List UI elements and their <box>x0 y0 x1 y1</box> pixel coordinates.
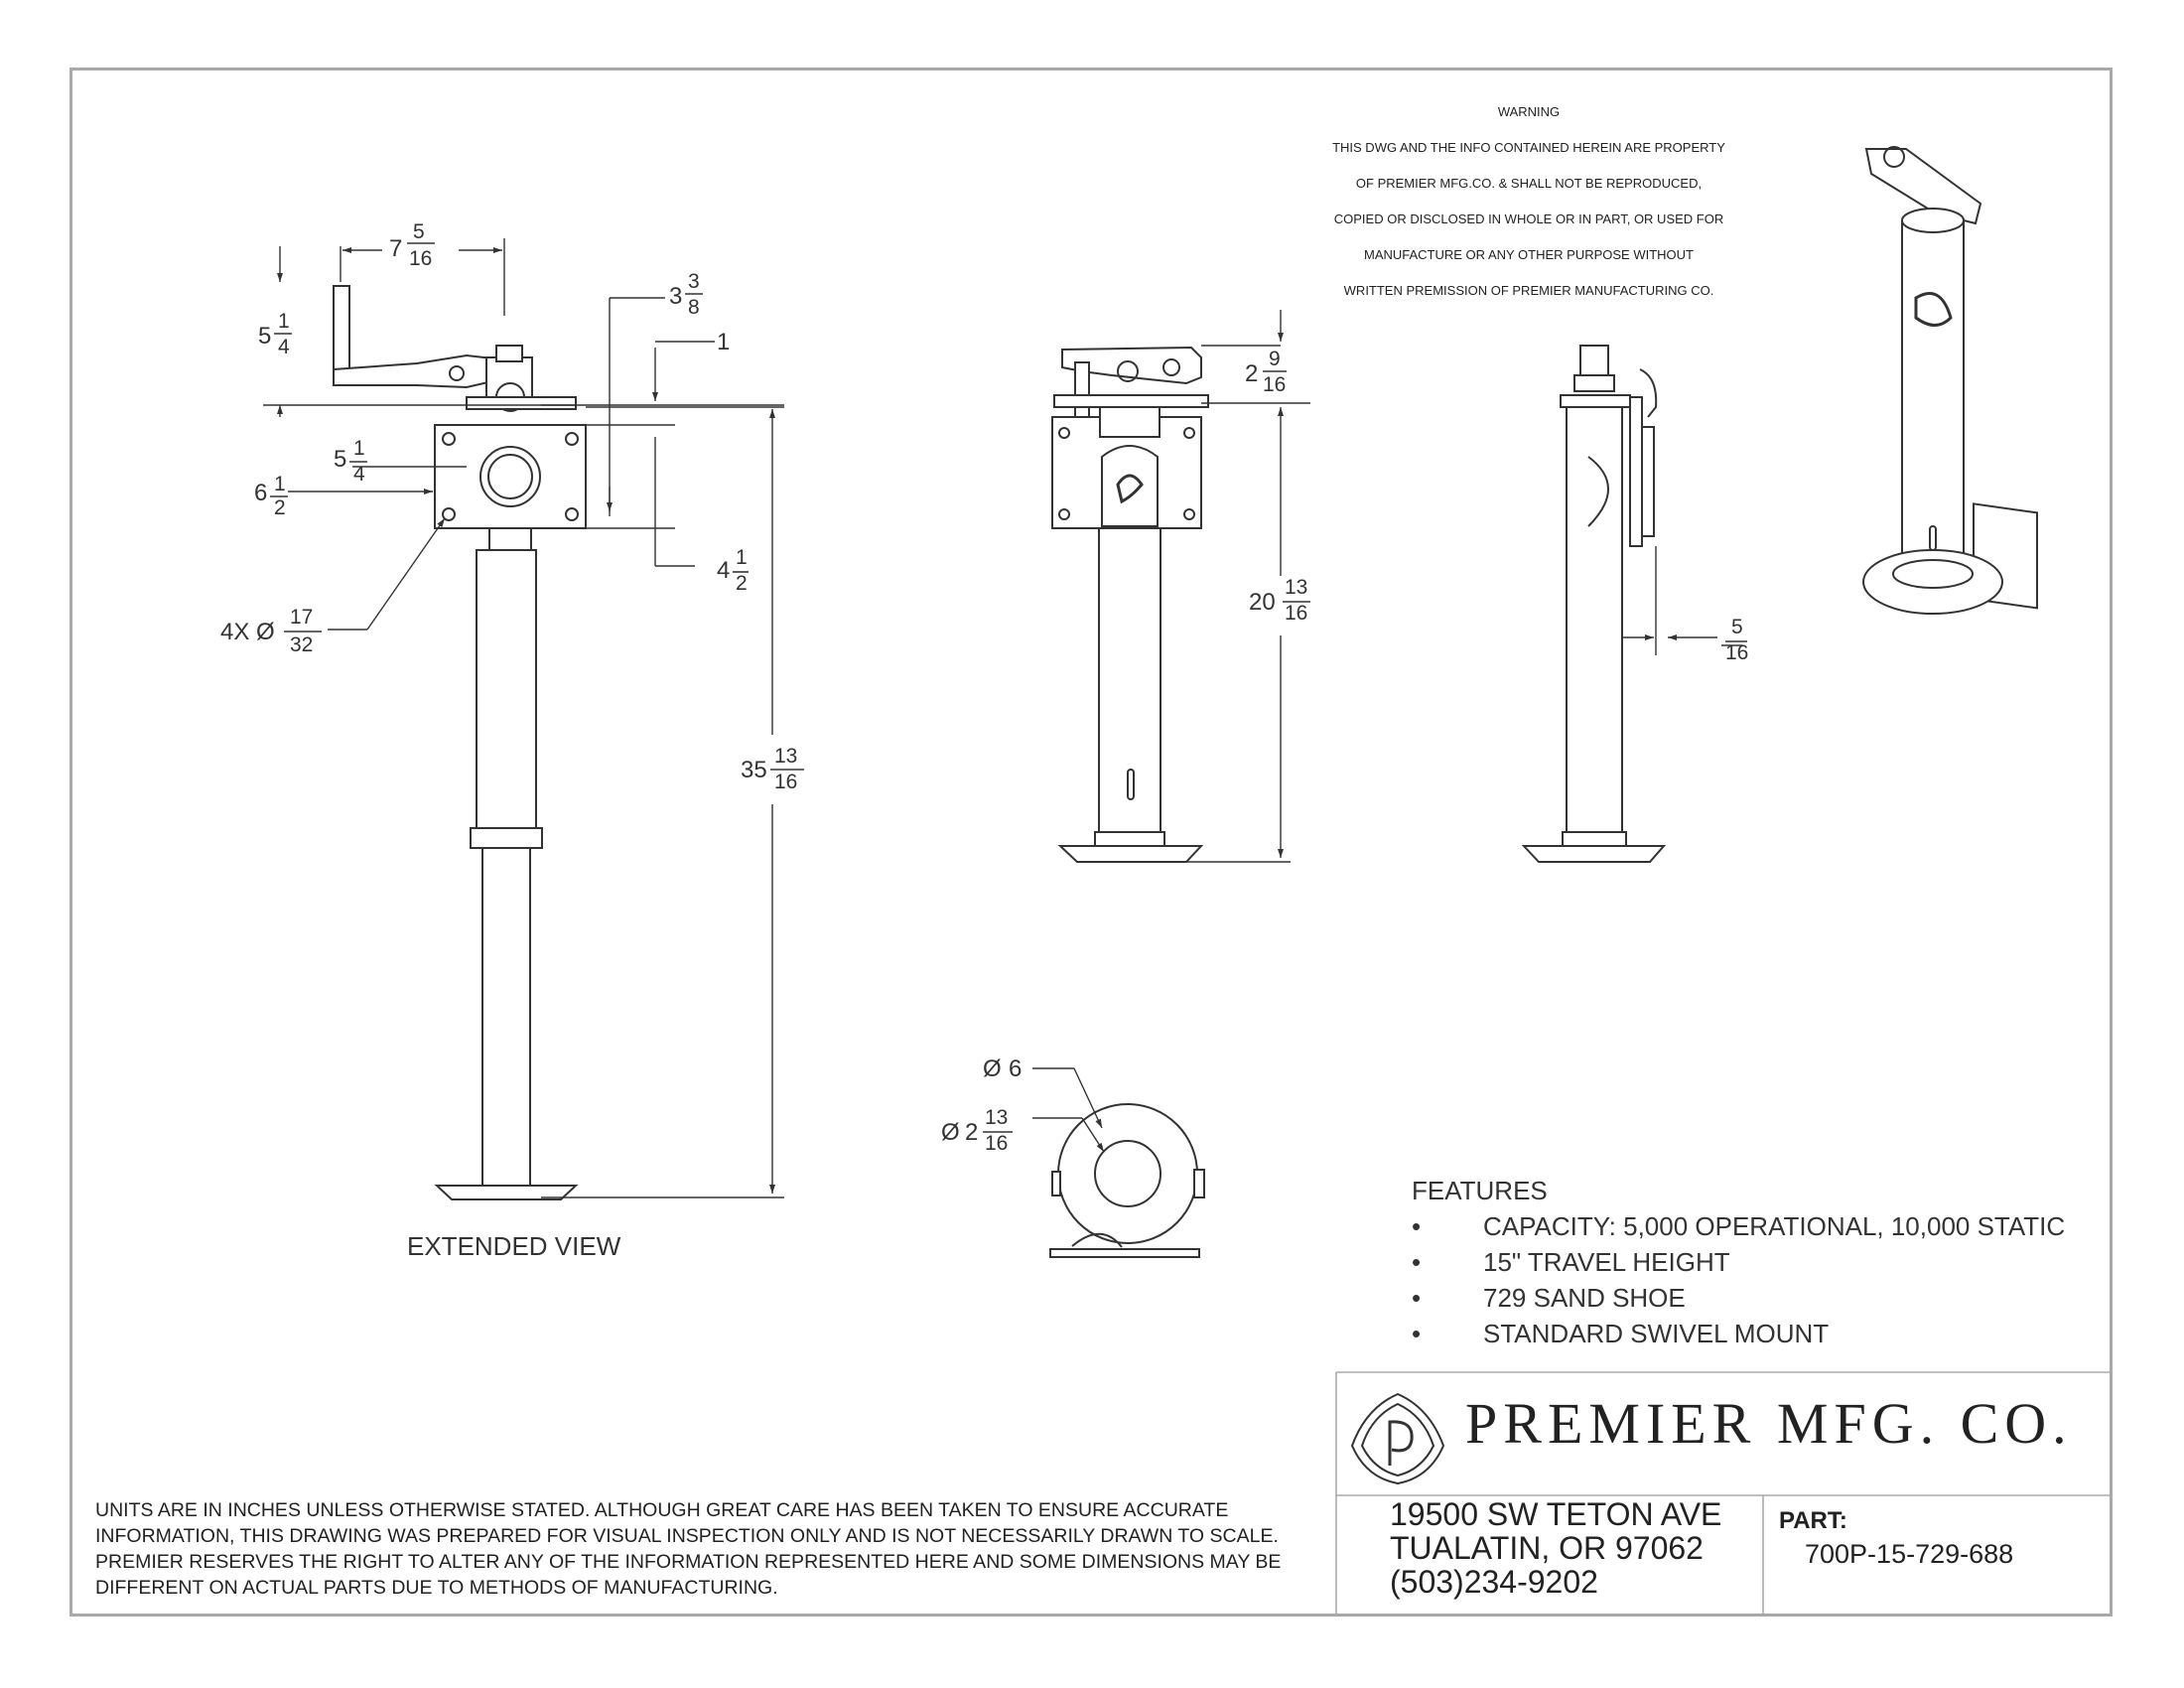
bullet-icon: • <box>1412 1283 1422 1313</box>
dim-4-1-2-whole: 4 <box>717 557 730 584</box>
feature-text: STANDARD SWIVEL MOUNT <box>1483 1319 1830 1348</box>
dim-holes-prefix: 4X Ø <box>220 619 275 645</box>
warning-line: WARNING <box>1497 104 1561 119</box>
dim-3-3-8-whole: 3 <box>669 283 682 310</box>
dim-dia2-whole: 2 <box>965 1119 978 1146</box>
dim-5-16-num: 5 <box>1731 616 1743 638</box>
dim-3-3-8-den: 8 <box>688 296 700 319</box>
dim-4-1-2-num: 1 <box>736 546 748 569</box>
side-view-jack <box>1521 345 1667 863</box>
address-line: 19500 SW TETON AVE <box>1390 1496 1722 1532</box>
company-address: 19500 SW TETON AVE TUALATIN, OR 97062 (5… <box>1390 1497 1721 1599</box>
features-title: FEATURES <box>1412 1176 1548 1205</box>
dim-35-13-16-den: 16 <box>774 771 797 793</box>
dim-5-1-4-plate-den: 4 <box>353 463 365 486</box>
feature-item: • CAPACITY: 5,000 OPERATIONAL, 10,000 STA… <box>1412 1211 2065 1242</box>
company-name: PREMIER MFG. CO. <box>1465 1391 2073 1456</box>
dim-20-13-16-whole: 20 <box>1249 589 1276 616</box>
dim-dia2-prefix: Ø <box>941 1119 960 1146</box>
fraction-bars <box>270 242 1747 1133</box>
dim-3-3-8-num: 3 <box>688 270 700 293</box>
isometric-view-jack <box>1862 146 2038 615</box>
warning-line: THIS DWG AND THE INFO CONTAINED HEREIN A… <box>1332 140 1725 155</box>
feature-text: 15" TRAVEL HEIGHT <box>1483 1247 1730 1277</box>
feature-text: 729 SAND SHOE <box>1483 1283 1686 1313</box>
dim-dia2-den: 16 <box>985 1132 1008 1155</box>
address-line: TUALATIN, OR 97062 <box>1390 1530 1704 1566</box>
part-number: 700P-15-729-688 <box>1805 1539 2014 1569</box>
dim-5-1-4-plate-num: 1 <box>353 437 365 460</box>
dim-dia6-prefix: Ø <box>983 1055 1002 1082</box>
dim-6-1-2-den: 2 <box>274 496 286 519</box>
drawing-border <box>69 68 2113 1617</box>
dim-20-13-16-den: 16 <box>1285 602 1307 625</box>
extended-view-label: EXTENDED VIEW <box>407 1231 621 1261</box>
dimension-text: 7 5 16 5 1 4 3 3 8 1 5 1 4 6 1 2 4 1 2 4… <box>220 220 1748 1155</box>
dimension-lines <box>263 238 1742 1198</box>
dim-6-1-2-num: 1 <box>274 473 286 495</box>
bullet-icon: • <box>1412 1247 1422 1277</box>
bottom-view-jack <box>1049 1103 1205 1258</box>
part-label: PART: <box>1779 1507 1847 1534</box>
dim-dia2-num: 13 <box>985 1106 1008 1129</box>
premier-logo-icon <box>1350 1392 1445 1485</box>
dim-6-1-2-whole: 6 <box>254 480 267 506</box>
warning-line: MANUFACTURE OR ANY OTHER PURPOSE WITHOUT <box>1363 247 1694 262</box>
warning-line: COPIED OR DISCLOSED IN WHOLE OR IN PART,… <box>1333 211 1724 226</box>
warning-line: OF PREMIER MFG.CO. & SHALL NOT BE REPROD… <box>1355 176 1703 191</box>
dim-dia6-whole: 6 <box>1009 1055 1022 1082</box>
dim-holes-num: 17 <box>290 606 313 629</box>
dim-7-5-16-num: 5 <box>413 220 425 243</box>
dim-2-9-16-whole: 2 <box>1245 360 1258 387</box>
dim-5-1-4-top-den: 4 <box>278 336 290 358</box>
dim-4-1-2-den: 2 <box>736 572 748 595</box>
feature-item: • 15" TRAVEL HEIGHT <box>1412 1247 1730 1278</box>
title-block-lines <box>1335 1371 2113 1617</box>
dim-1: 1 <box>717 329 730 355</box>
dim-2-9-16-num: 9 <box>1269 348 1281 370</box>
dim-5-1-4-plate-whole: 5 <box>334 446 346 473</box>
disclaimer-note: UNITS ARE IN INCHES UNLESS OTHERWISE STA… <box>95 1499 1282 1599</box>
feature-item: • STANDARD SWIVEL MOUNT <box>1412 1319 1829 1349</box>
dim-7-5-16-den: 16 <box>409 247 432 270</box>
dim-35-13-16-whole: 35 <box>741 757 767 783</box>
bullet-icon: • <box>1412 1211 1422 1241</box>
warning-line: WRITTEN PREMISSION OF PREMIER MANUFACTUR… <box>1343 283 1714 298</box>
dim-35-13-16-num: 13 <box>774 745 797 768</box>
dim-5-1-4-top-num: 1 <box>278 310 290 333</box>
dim-20-13-16-num: 13 <box>1285 576 1307 599</box>
dim-holes-den: 32 <box>290 633 313 656</box>
dim-2-9-16-den: 16 <box>1263 373 1286 396</box>
front-view-jack <box>1051 346 1209 863</box>
dim-5-16-den: 16 <box>1725 641 1748 664</box>
dim-5-1-4-top-whole: 5 <box>258 323 271 350</box>
extended-view-jack <box>333 285 587 1200</box>
dim-7-5-16-whole: 7 <box>389 235 402 262</box>
phone-number: (503)234-9202 <box>1390 1564 1598 1600</box>
bullet-icon: • <box>1412 1319 1422 1348</box>
warning-notice: WARNING THIS DWG AND THE INFO CONTAINED … <box>1291 85 1767 318</box>
feature-item: • 729 SAND SHOE <box>1412 1283 1686 1314</box>
feature-text: CAPACITY: 5,000 OPERATIONAL, 10,000 STAT… <box>1483 1211 2066 1241</box>
